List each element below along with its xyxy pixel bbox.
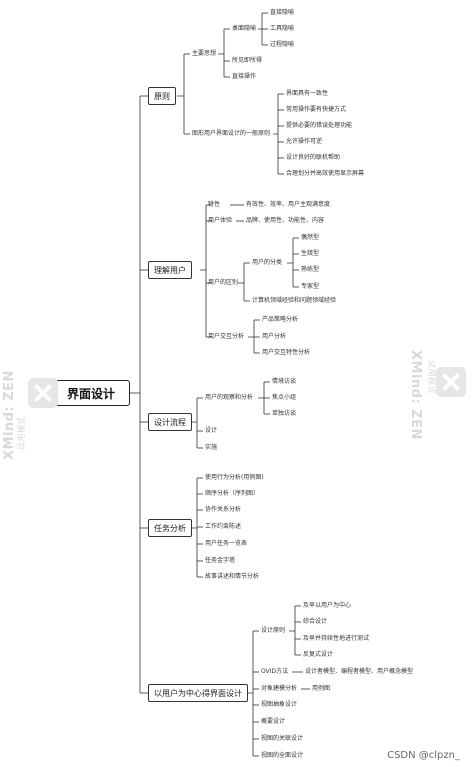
topic-interaction-item[interactable]: 用户分析 — [262, 333, 287, 340]
topic-observe-item[interactable]: 焦点小组 — [272, 394, 297, 401]
topic-task-item[interactable]: 协作关系分析 — [205, 506, 242, 513]
csdn-credit: CSDN @clpzn_ — [387, 750, 460, 761]
topic-ucd-item[interactable]: 视图抽象设计 — [261, 701, 298, 708]
watermark-left-text: XMind: ZEN — [2, 370, 17, 460]
topic-experience-detail[interactable]: 品牌、使用性、功能性、内容 — [246, 217, 325, 224]
topic-ucd-item[interactable]: 视图的全面设计 — [261, 752, 304, 759]
branch-understand-users[interactable]: 理解用户 — [148, 261, 192, 279]
topic-gui-item[interactable]: 提供必要的错误处理功能 — [286, 122, 353, 129]
topic-main-idea[interactable]: 主要思想 — [192, 50, 217, 57]
topic-ucd-item[interactable]: 概要设计 — [261, 718, 286, 725]
topic-gui-item[interactable]: 界面具有一致性 — [286, 90, 329, 97]
topic-direct-manipulation[interactable]: 直接操作 — [232, 73, 257, 80]
xmind-watermark-right-sub: 试用模式 — [426, 360, 437, 394]
watermark-right-text: XMind: ZEN — [408, 350, 423, 440]
xmind-watermark-logo — [28, 378, 58, 408]
topic-dp-item[interactable]: 综合设计 — [303, 618, 328, 625]
topic-gui-item[interactable]: 设计良好的联机帮助 — [286, 154, 341, 161]
root-topic[interactable]: 界面设计 — [52, 380, 130, 406]
topic-task-item[interactable]: 用户任务一览表 — [205, 540, 248, 547]
branch-design-process[interactable]: 设计流程 — [148, 413, 192, 431]
topic-user-type[interactable]: 偶然型 — [301, 234, 320, 241]
topic-ovid[interactable]: OVID方法 — [261, 668, 289, 675]
xmind-watermark-left-sub: 试用模式 — [16, 416, 27, 450]
topic-computer-domain[interactable]: 计算机领域经验和问题领域经验 — [252, 297, 337, 304]
topic-design-principles[interactable]: 设计原则 — [261, 627, 286, 634]
xmind-watermark-right: XMind: ZEN — [408, 350, 423, 440]
topic-dp-item[interactable]: 及早并持续性地进行测试 — [303, 635, 370, 642]
topic-gui-general[interactable]: 图形用户界面设计的一般原则 — [192, 130, 271, 137]
topic-process-metaphor[interactable]: 过程隐喻 — [270, 41, 295, 48]
topic-user-type[interactable]: 熟练型 — [301, 266, 320, 273]
topic-interaction-item[interactable]: 产品策略分析 — [262, 316, 299, 323]
topic-object-model[interactable]: 对象建模分析 — [261, 685, 298, 692]
topic-user-experience[interactable]: 用户体验 — [208, 217, 233, 224]
topic-user-type[interactable]: 生疏型 — [301, 250, 320, 257]
topic-dp-item[interactable]: 及早以用户为中心 — [303, 602, 352, 609]
topic-desktop-metaphor[interactable]: 桌面隐喻 — [232, 25, 257, 32]
topic-implement[interactable]: 实施 — [205, 444, 218, 451]
topic-traits-detail[interactable]: 有效性、效率、用户主观满意度 — [246, 201, 331, 208]
topic-gui-item[interactable]: 常用操作要有快捷方式 — [286, 106, 347, 113]
topic-ovid-detail[interactable]: 设计者模型、编程者模型、用户概念模型 — [305, 668, 414, 675]
topic-task-item[interactable]: 故事讲述和情节分析 — [205, 573, 260, 580]
topic-traits[interactable]: 特性 — [208, 201, 221, 208]
topic-task-item[interactable]: 顺序分析（序列图） — [205, 490, 260, 497]
watermark-left-sub-text: 试用模式 — [17, 416, 26, 450]
topic-interaction-analysis[interactable]: 用户交互分析 — [208, 333, 245, 340]
branch-principle[interactable]: 原则 — [148, 87, 176, 105]
topic-gui-item[interactable]: 允许操作可逆 — [286, 138, 323, 145]
topic-task-item[interactable]: 工作约束陈述 — [205, 523, 242, 530]
topic-task-item[interactable]: 任务金字塔 — [205, 557, 236, 564]
topic-direct-metaphor[interactable]: 直接隐喻 — [270, 9, 295, 16]
topic-interaction-item[interactable]: 用户交互特性分析 — [262, 349, 311, 356]
topic-user-types[interactable]: 用户的分类 — [252, 259, 283, 266]
topic-user-type[interactable]: 专家型 — [301, 283, 320, 290]
watermark-right-sub-text: 试用模式 — [427, 360, 436, 394]
topic-object-model-detail[interactable]: 用例图 — [312, 685, 331, 692]
topic-observe-item[interactable]: 情境访谈 — [272, 378, 297, 385]
topic-wysiwyg[interactable]: 所见即所得 — [232, 57, 263, 64]
branch-task-analysis[interactable]: 任务分析 — [148, 519, 192, 537]
topic-task-item[interactable]: 使用行为分析(用例图) — [205, 474, 264, 481]
topic-tool-metaphor[interactable]: 工具隐喻 — [270, 25, 295, 32]
branch-ucd[interactable]: 以用户为中心得界面设计 — [148, 684, 248, 702]
topic-ucd-item[interactable]: 视图的关联设计 — [261, 735, 304, 742]
topic-gui-item[interactable]: 合理划分并高效使用显示屏幕 — [286, 170, 365, 177]
xmind-watermark-logo — [436, 367, 466, 397]
topic-observe[interactable]: 用户的观察和分析 — [205, 394, 254, 401]
topic-user-differences[interactable]: 用户的区别 — [208, 279, 239, 286]
topic-design[interactable]: 设计 — [205, 427, 218, 434]
topic-dp-item[interactable]: 反复式设计 — [303, 651, 334, 658]
xmind-watermark-left: XMind: ZEN — [2, 370, 17, 460]
topic-observe-item[interactable]: 单独访谈 — [272, 410, 297, 417]
